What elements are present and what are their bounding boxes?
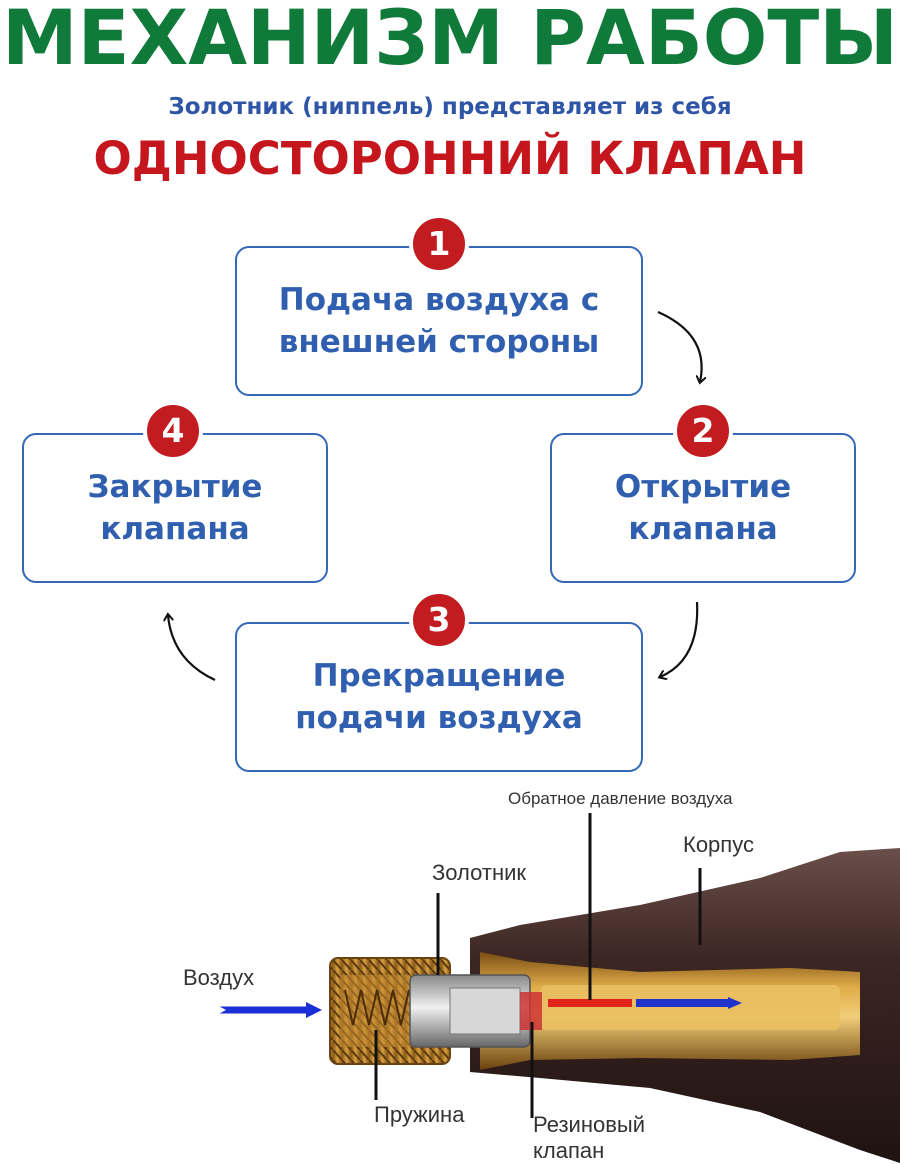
valve-cross-section-illustration bbox=[215, 813, 900, 1163]
step-3-label: Прекращение подачи воздуха bbox=[295, 658, 583, 736]
page-subtitle: Золотник (ниппель) представляет из себя bbox=[168, 94, 732, 120]
step-3-box: Прекращение подачи воздуха bbox=[235, 622, 643, 772]
spring bbox=[344, 989, 418, 1026]
step-1-badge: 1 bbox=[409, 214, 469, 274]
inner-cavity bbox=[540, 985, 840, 1030]
step-3-badge: 3 bbox=[409, 590, 469, 650]
core-label: Золотник bbox=[432, 860, 527, 885]
arrow-3-to-4 bbox=[168, 615, 216, 681]
page-title: МЕХАНИЗМ РАБОТЫ bbox=[2, 0, 898, 82]
step-1-label: Подача воздуха с внешней стороны bbox=[278, 282, 600, 360]
step-2-badge: 2 bbox=[673, 401, 733, 461]
air-label: Воздух bbox=[183, 965, 255, 990]
arrow-1-to-2 bbox=[657, 310, 702, 382]
step-4-label: Закрытие клапана bbox=[87, 469, 263, 547]
arrow-2-to-3 bbox=[660, 601, 699, 677]
step-4-badge: 4 bbox=[143, 401, 203, 461]
highlight-heading: ОДНОСТОРОННИЙ КЛАПАН bbox=[93, 132, 807, 185]
step-2-label: Открытие клапана bbox=[614, 469, 792, 547]
rubber-valve-label: Резиновый клапан bbox=[533, 1112, 646, 1163]
cycle-arrows bbox=[0, 310, 900, 681]
body-label: Корпус bbox=[683, 832, 754, 857]
back-pressure-label: Обратное давление воздуха bbox=[508, 789, 733, 808]
spring-label: Пружина bbox=[374, 1102, 465, 1127]
